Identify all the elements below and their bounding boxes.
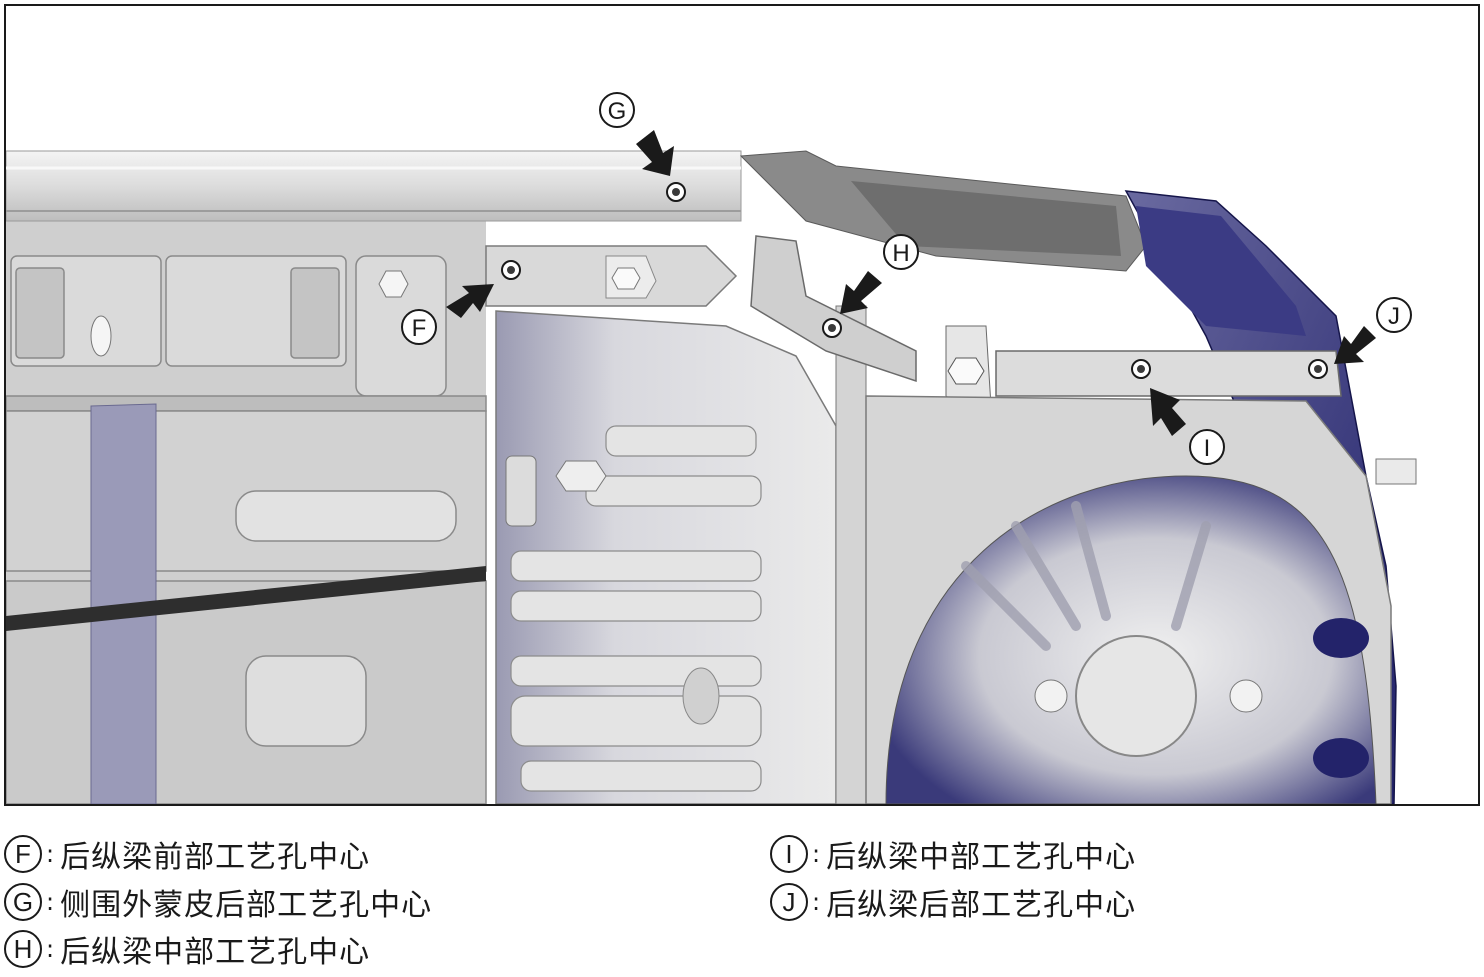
legend-item-h: H : 后纵梁中部工艺孔中心	[4, 927, 370, 971]
arrow-j	[1334, 326, 1376, 364]
arrow-h	[840, 271, 882, 314]
legend-badge-i: I	[770, 835, 808, 873]
legend-badge-g: G	[4, 883, 42, 921]
arrow-f	[446, 284, 494, 318]
svg-text:F: F	[412, 315, 427, 342]
arrow-g	[636, 130, 674, 176]
callout-j: J	[1376, 297, 1412, 333]
svg-text:H: H	[892, 240, 909, 267]
svg-text:I: I	[1204, 435, 1211, 462]
callout-h: H	[883, 234, 919, 270]
arrow-i	[1150, 388, 1186, 436]
vehicle-body-diagram: G F H I J	[4, 4, 1480, 806]
legend-item-f: F : 后纵梁前部工艺孔中心	[4, 832, 370, 876]
svg-text:G: G	[608, 98, 627, 125]
hole-markers	[501, 182, 1328, 379]
callout-i: I	[1189, 429, 1225, 465]
legend-badge-h: H	[4, 930, 42, 968]
legend-item-g: G : 侧围外蒙皮后部工艺孔中心	[4, 880, 432, 924]
legend-item-i: I : 后纵梁中部工艺孔中心	[770, 832, 1136, 876]
legend-item-j: J : 后纵梁后部工艺孔中心	[770, 880, 1136, 924]
legend-text-j: 后纵梁后部工艺孔中心	[826, 888, 1137, 923]
legend-badge-f: F	[4, 835, 42, 873]
legend-text-i: 后纵梁中部工艺孔中心	[826, 840, 1137, 875]
legend-text-g: 侧围外蒙皮后部工艺孔中心	[60, 888, 433, 923]
legend-badge-j: J	[770, 883, 808, 921]
svg-text:J: J	[1388, 303, 1400, 330]
callout-f: F	[401, 309, 437, 345]
legend-text-h: 后纵梁中部工艺孔中心	[60, 935, 371, 970]
callout-g: G	[599, 92, 635, 128]
legend-text-f: 后纵梁前部工艺孔中心	[60, 840, 371, 875]
